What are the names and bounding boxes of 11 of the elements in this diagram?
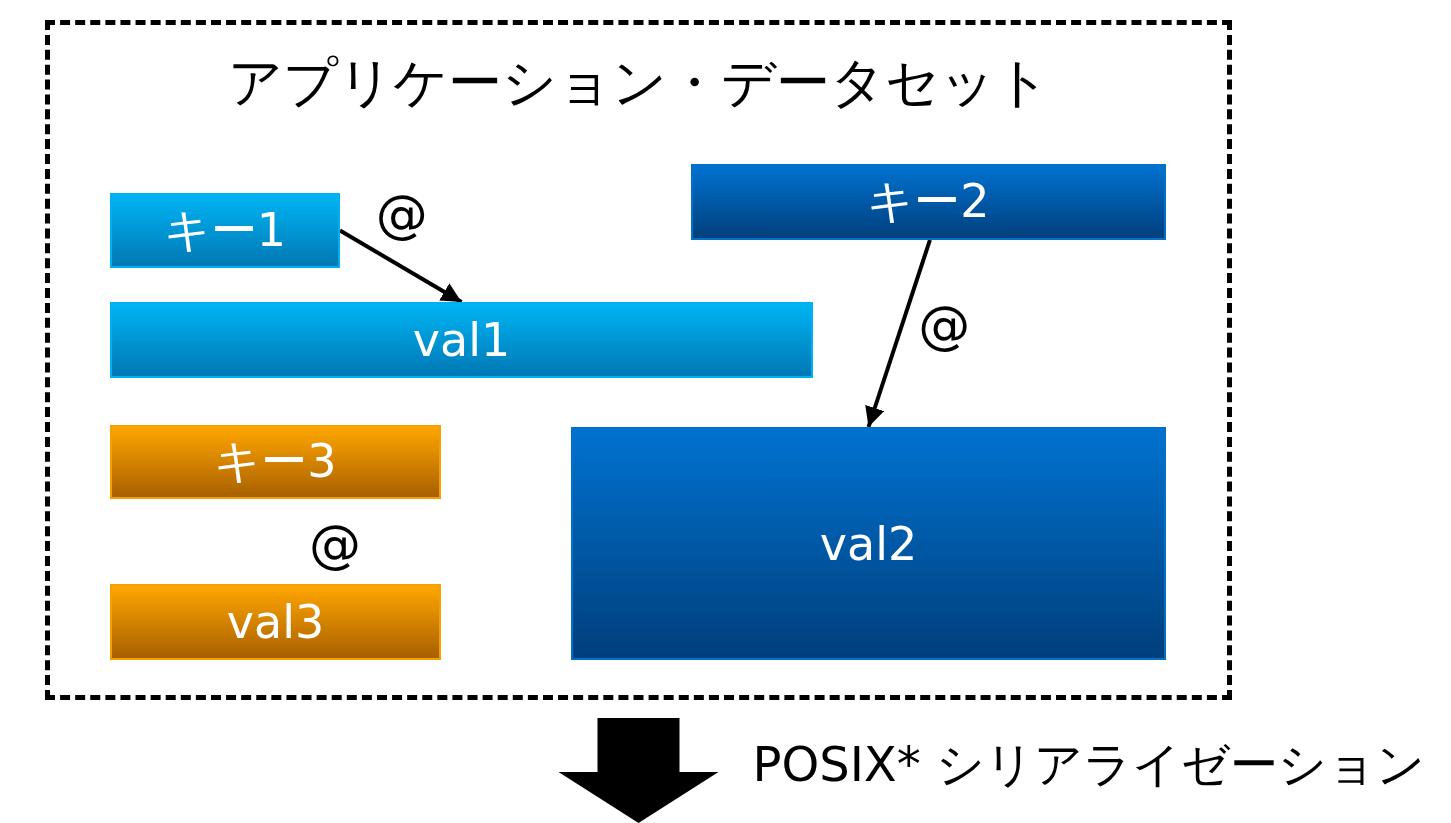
value-box: val3 bbox=[110, 584, 441, 660]
key-box: キー2 bbox=[691, 164, 1166, 240]
arrow bbox=[865, 239, 932, 428]
key-box: キー3 bbox=[110, 425, 441, 499]
block-arrow bbox=[558, 718, 719, 823]
value-box: val2 bbox=[571, 427, 1166, 660]
frame-title: アプリケーション・データセット bbox=[226, 53, 1051, 113]
dashed-frame bbox=[45, 20, 1232, 700]
arrow bbox=[339, 228, 463, 304]
key-box: キー1 bbox=[110, 193, 340, 268]
value-box: val1 bbox=[110, 302, 813, 378]
